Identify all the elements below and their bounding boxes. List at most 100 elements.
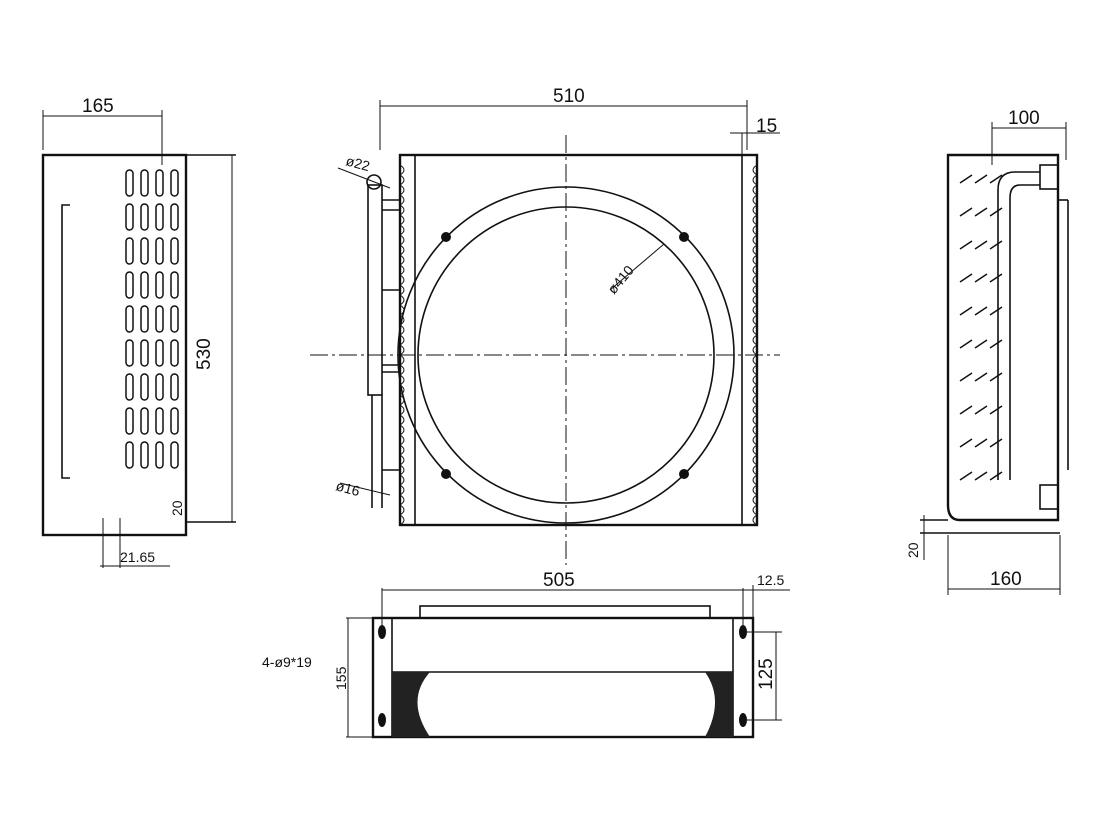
- vent-slot: [170, 305, 179, 333]
- holes-label: 4-ø9*19: [262, 654, 312, 670]
- coil-bend: [752, 254, 758, 266]
- coil-bend: [399, 444, 405, 456]
- coil-bend: [752, 434, 758, 446]
- vent-slot: [140, 305, 149, 333]
- coil-bend: [752, 374, 758, 386]
- vent-slot: [959, 174, 973, 184]
- vent-slot: [140, 237, 149, 265]
- outlet-label: ø16: [334, 477, 362, 499]
- vent-slot: [959, 207, 973, 217]
- right-width-label: 160: [990, 569, 1022, 590]
- vent-slot: [974, 240, 988, 250]
- vent-slot: [125, 271, 134, 299]
- front-edge-label: 15: [756, 116, 777, 137]
- coil-bend: [752, 344, 758, 356]
- coil-bend: [752, 164, 758, 176]
- right-side-view: 100 20 160: [905, 108, 1069, 595]
- vent-slot: [989, 174, 1003, 184]
- vent-slot: [974, 207, 988, 217]
- coil-bend: [752, 444, 758, 456]
- coil-bend: [399, 234, 405, 246]
- coil-bend: [399, 374, 405, 386]
- coil-bend: [752, 314, 758, 326]
- coil-bend: [752, 354, 758, 366]
- coil-bend: [399, 474, 405, 486]
- coil-bend: [752, 264, 758, 276]
- vent-slot: [959, 240, 973, 250]
- coil-bend: [399, 264, 405, 276]
- vent-slot: [974, 174, 988, 184]
- vent-slot: [170, 271, 179, 299]
- vent-slot: [125, 373, 134, 401]
- coil-bend: [752, 294, 758, 306]
- vent-slot: [125, 407, 134, 435]
- vent-slot: [974, 273, 988, 283]
- vent-slot: [170, 237, 179, 265]
- vent-slot: [959, 372, 973, 382]
- coil-bend: [752, 464, 758, 476]
- coil-bend: [752, 424, 758, 436]
- vent-slot: [974, 438, 988, 448]
- vent-slot: [959, 471, 973, 481]
- coil-bend: [752, 384, 758, 396]
- left-height-label: 530: [194, 338, 215, 370]
- vent-slot: [974, 471, 988, 481]
- vent-slot: [155, 305, 164, 333]
- coil-bend: [399, 514, 405, 526]
- coil-bend: [752, 484, 758, 496]
- vent-slot: [974, 405, 988, 415]
- coil-bend: [399, 404, 405, 416]
- vent-slot: [155, 407, 164, 435]
- coil-bend: [399, 244, 405, 256]
- vent-slot: [170, 407, 179, 435]
- coil-bend: [399, 184, 405, 196]
- coil-bend: [752, 284, 758, 296]
- coil-bend: [399, 394, 405, 406]
- coil-bend: [752, 334, 758, 346]
- coil-bend: [399, 164, 405, 176]
- vent-slot: [155, 203, 164, 231]
- coil-bend: [752, 454, 758, 466]
- coil-bend: [752, 224, 758, 236]
- right-top-label: 100: [1008, 108, 1040, 129]
- vent-slot: [989, 405, 1003, 415]
- vent-slot: [974, 339, 988, 349]
- vent-slot: [140, 339, 149, 367]
- coil-bend: [752, 274, 758, 286]
- coil-bend: [752, 364, 758, 376]
- coil-bend: [399, 324, 405, 336]
- vent-slot: [989, 438, 1003, 448]
- vent-slot: [125, 305, 134, 333]
- coil-bend: [399, 254, 405, 266]
- vent-slot: [155, 169, 164, 197]
- vent-slot: [155, 237, 164, 265]
- coil-bend: [752, 204, 758, 216]
- bottom-edge-label: 12.5: [757, 572, 784, 588]
- left-foot-label: 20: [169, 500, 185, 516]
- vent-slot: [989, 207, 1003, 217]
- coil-bend: [399, 344, 405, 356]
- coil-bend: [399, 334, 405, 346]
- coil-bend: [752, 184, 758, 196]
- left-width-label: 165: [82, 96, 114, 117]
- coil-bend: [399, 354, 405, 366]
- vent-slot: [140, 441, 149, 469]
- coil-bend: [752, 404, 758, 416]
- bottom-spacing-label: 125: [756, 658, 777, 690]
- vent-slot: [170, 339, 179, 367]
- vent-slot: [989, 273, 1003, 283]
- vent-slot: [125, 441, 134, 469]
- vent-slot: [170, 441, 179, 469]
- vent-slot: [140, 407, 149, 435]
- coil-bend: [752, 304, 758, 316]
- vent-slot: [959, 306, 973, 316]
- vent-slot: [989, 339, 1003, 349]
- vent-slot: [125, 339, 134, 367]
- vent-slot: [170, 169, 179, 197]
- vent-slot: [974, 372, 988, 382]
- vent-slot: [140, 373, 149, 401]
- coil-bend: [399, 424, 405, 436]
- vent-slot: [170, 373, 179, 401]
- coil-bend: [399, 434, 405, 446]
